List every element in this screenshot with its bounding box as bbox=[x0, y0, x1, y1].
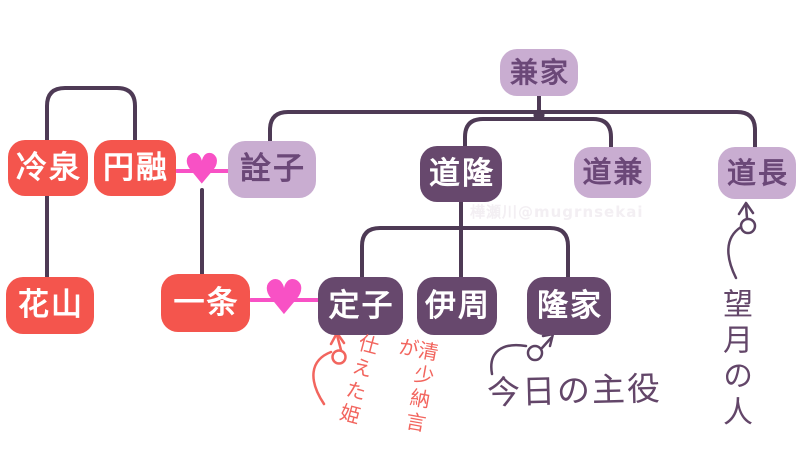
node-michikane: 道兼 bbox=[574, 147, 651, 198]
node-teishi: 定子 bbox=[318, 277, 403, 335]
curved-arrow-michinaga-icon bbox=[727, 201, 757, 280]
node-takaie: 隆家 bbox=[527, 277, 611, 335]
node-michitaka: 道隆 bbox=[420, 146, 502, 202]
bracket-michitaka-michikane bbox=[463, 117, 613, 150]
bracket-teishi-takaie bbox=[360, 226, 570, 280]
node-ichijo: 一条 bbox=[161, 274, 250, 332]
heart-icon: ♥ bbox=[183, 144, 221, 194]
node-michinaga: 道長 bbox=[718, 147, 796, 199]
node-enyu: 円融 bbox=[94, 140, 176, 196]
heart-icon: ♥ bbox=[262, 270, 306, 327]
curved-arrow-takaie-icon bbox=[490, 332, 555, 376]
watermark: 樺瀬川@mugrnsekai bbox=[470, 203, 644, 221]
node-reizei: 冷泉 bbox=[8, 140, 88, 196]
node-kaneie: 兼家 bbox=[500, 49, 578, 96]
node-kazan: 花山 bbox=[6, 277, 94, 334]
junction-dot bbox=[533, 109, 545, 121]
node-senshi: 詮子 bbox=[228, 141, 316, 198]
bracket-senshi-michinaga bbox=[268, 110, 757, 150]
node-korechika: 伊周 bbox=[417, 277, 497, 335]
annotation-today-star: 今日の主役 bbox=[486, 368, 663, 413]
annotation-mochizuki: 望月の人 bbox=[717, 288, 752, 432]
sibling-bracket-reizei-enyu bbox=[45, 86, 137, 144]
